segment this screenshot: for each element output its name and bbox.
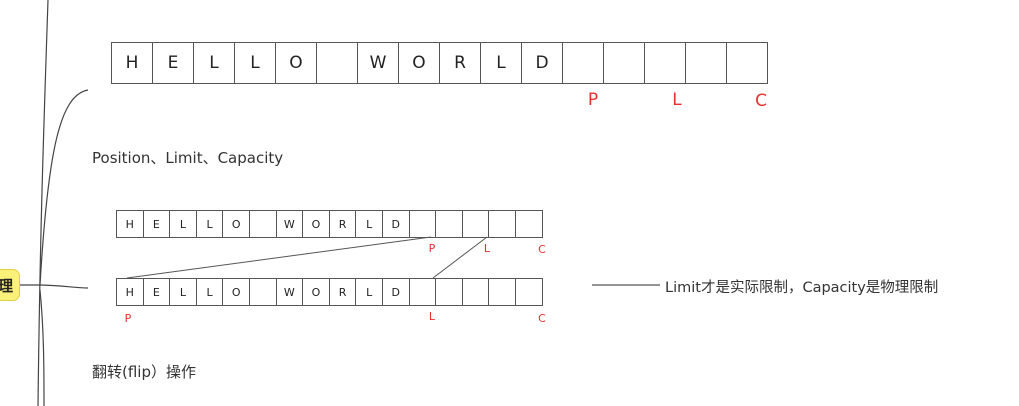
buffer-cell: O [302, 278, 330, 306]
branch-line-top [37, 0, 49, 406]
buffer-cell: O [275, 42, 317, 84]
buffer-cell [408, 278, 437, 306]
caption-flip-operation: 翻转(flip）操作 [92, 363, 196, 381]
buffer-cell: W [275, 210, 304, 238]
buffer-cell [408, 210, 437, 238]
buffer-cell: L [169, 210, 197, 238]
buffer-cell: R [328, 278, 357, 306]
marker-capacity-after: C [538, 312, 546, 325]
root-node-label: 理 [0, 276, 13, 295]
buffer-cell [435, 278, 463, 306]
marker-capacity-before: C [538, 243, 546, 256]
marker-position-after: P [124, 312, 132, 325]
buffer-cell: L [234, 42, 276, 84]
buffer-cell: L [193, 42, 235, 84]
caption-position-limit-capacity: Position、Limit、Capacity [92, 149, 284, 167]
buffer-cell: D [381, 210, 410, 238]
marker-limit-after: L [428, 310, 436, 323]
buffer-cell [488, 278, 516, 306]
marker-position-top: P [587, 90, 599, 110]
buffer-cell [685, 42, 727, 84]
flip-position-link [126, 236, 432, 279]
marker-limit-top: L [672, 90, 682, 110]
buffer-cell [248, 210, 277, 238]
buffer-cell: H [111, 42, 153, 84]
buffer-cell [461, 278, 490, 306]
buffer-cell: E [142, 210, 171, 238]
marker-limit-before: L [483, 242, 491, 255]
marker-capacity-top: C [755, 91, 767, 111]
buffer-cell: L [355, 278, 383, 306]
buffer-cell [514, 210, 543, 238]
buffer-cell [248, 278, 277, 306]
buffer-cell: L [480, 42, 522, 84]
buffer-cell: O [302, 210, 330, 238]
buffer-cell [514, 278, 543, 306]
branch-curve-lower [39, 289, 45, 406]
buffer-cell [603, 42, 645, 84]
limit-capacity-note: Limit才是实际限制，Capacity是物理限制 [665, 280, 939, 296]
buffer-cell: L [195, 210, 224, 238]
buffer-cell [488, 210, 516, 238]
buffer-cell: D [521, 42, 563, 84]
marker-position-before: P [428, 242, 436, 255]
buffer-cell: W [275, 278, 304, 306]
buffer-cell [316, 42, 358, 84]
buffer-cell: O [222, 278, 250, 306]
branch-curve-upper [39, 89, 89, 286]
buffer-cell [562, 42, 604, 84]
buffer-cell: E [152, 42, 194, 84]
branch-line-middle [20, 284, 89, 289]
buffer-cell: L [169, 278, 197, 306]
buffer-cell: W [357, 42, 399, 84]
buffer-cell: H [116, 278, 144, 306]
buffer-cell: O [398, 42, 440, 84]
mindmap-root-node[interactable]: 理 [0, 269, 20, 301]
buffer-cell [461, 210, 490, 238]
buffer-cell [644, 42, 686, 84]
buffer-cell: E [142, 278, 171, 306]
buffer-cell [726, 42, 768, 84]
buffer-cell: O [222, 210, 250, 238]
flip-limit-link [432, 236, 488, 279]
buffer-cell: L [195, 278, 224, 306]
buffer-cell: R [439, 42, 481, 84]
buffer-cell [435, 210, 463, 238]
buffer-cell: H [116, 210, 144, 238]
buffer-cell: L [355, 210, 383, 238]
buffer-cell: R [328, 210, 357, 238]
buffer-cell: D [381, 278, 410, 306]
